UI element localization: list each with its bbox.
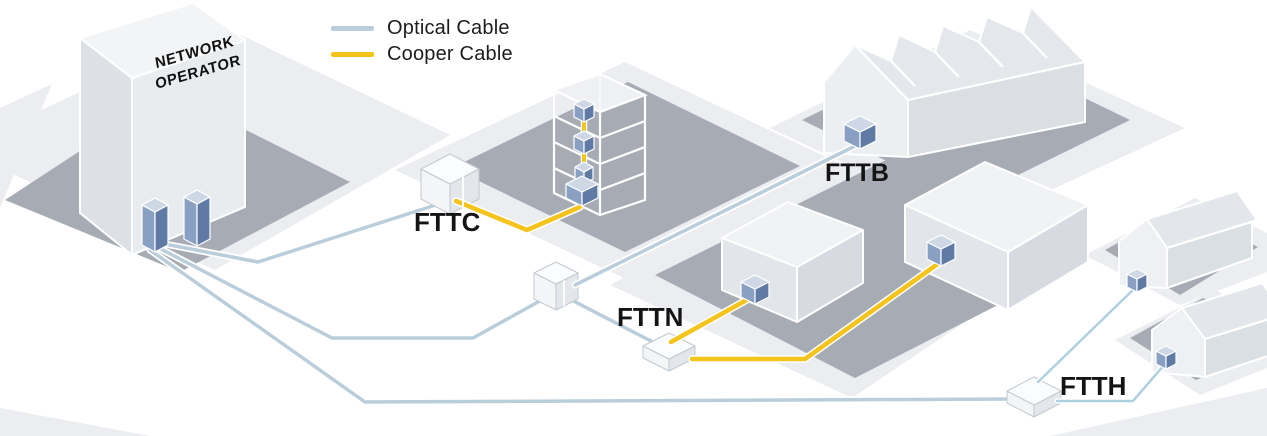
house1-home-unit-face [1126, 268, 1148, 280]
optical-drop-ftth-to-house2 [1055, 362, 1167, 403]
building2-wall-se [1007, 204, 1089, 311]
building1-unit-face [740, 274, 770, 290]
legend-row-cooper: Cooper Cable [331, 41, 513, 67]
label-fttn: FTTN [617, 302, 684, 332]
fttc-street-cabinet [420, 153, 480, 215]
legend-label-optical: Optical Cable [387, 17, 510, 39]
legend-label-cooper: Cooper Cable [387, 43, 513, 65]
network-devices-layer [141, 98, 1177, 370]
ftth-node-cabinet-face [1006, 376, 1062, 406]
cooper-cable-fttn-to-building1 [668, 294, 755, 345]
house1-home-unit [1126, 268, 1148, 293]
building2-unit-face [926, 234, 956, 250]
apartment-floor-unit-3-face [574, 161, 594, 173]
optical-trunk-cables [146, 198, 1014, 406]
building1-unit [740, 274, 770, 305]
apartment-floor-line [598, 171, 647, 192]
apartment-floor-line [598, 119, 647, 140]
operator-cabinet-b-face [183, 189, 211, 205]
building2-unit [926, 234, 956, 267]
operator-cabinet-b [183, 189, 211, 247]
operator-cabinet-a-face [141, 197, 169, 213]
legend-row-optical: Optical Cable [331, 15, 513, 41]
label-ftth: FTTH [1060, 371, 1127, 401]
building1-wall-se [796, 229, 864, 323]
apartment-ground-unit-face [565, 175, 599, 193]
fttn-building-2 [904, 161, 1089, 311]
operator-roof [79, 2, 246, 79]
apartment-floor-line [552, 140, 602, 166]
apartment-ground-unit [565, 175, 599, 207]
optical-junction-box [533, 261, 579, 311]
cooper-cable-swatch [331, 51, 374, 57]
optical-cable-junction-to-fttb [573, 143, 859, 287]
cooper-cable-fttn-to-building2 [689, 260, 942, 362]
factory-roof-sawtooth [854, 6, 1086, 101]
optical-cable-operator-to-ftth [148, 248, 1012, 404]
drop-cables [452, 106, 1168, 404]
house1-gable-sw [1118, 218, 1168, 289]
fttb-building-unit-face [843, 115, 877, 133]
house-2 [1151, 282, 1267, 378]
label-fttb: FTTB [825, 159, 889, 187]
house-1 [1118, 190, 1258, 289]
cooper-cable-fttc-to-apartment [453, 198, 583, 233]
optical-cable-operator-to-fttc [163, 200, 447, 264]
optical-junction-box-face [533, 261, 579, 285]
operator-cabinet-b-face [183, 196, 198, 247]
ground-wedge-left [0, 84, 52, 208]
apartment-floor-line [552, 114, 602, 140]
operator-cabinet-a-face [141, 204, 156, 253]
factory-roof-valley [1022, 32, 1048, 59]
street-cabinets-layer [420, 153, 1062, 418]
fttc-street-cabinet-face [420, 153, 480, 185]
label-fttc: FTTC [414, 207, 481, 237]
apartment-floor-line [598, 145, 647, 166]
plaza-fttc [452, 82, 800, 252]
operator-cabinet-b-face [196, 196, 211, 247]
apartment-floor-unit-2-face [573, 130, 595, 142]
ground-strip-bottom-right [1050, 388, 1267, 436]
factory-roof-valley [934, 51, 960, 78]
factory-roof-valley [978, 41, 1004, 68]
fttb-building-unit [843, 115, 877, 150]
apartment-edge [598, 198, 647, 217]
apartment-floor-unit-1-face [573, 98, 595, 110]
house2-home-unit [1155, 345, 1177, 370]
house2-home-unit-face [1155, 345, 1177, 357]
optical-cable-operator-to-junction [155, 245, 558, 340]
apartment-floor-unit-2 [573, 130, 595, 155]
ground-strip-bottom-left [0, 408, 150, 436]
legend: Optical Cable Cooper Cable [331, 15, 513, 67]
optical-cable-swatch [331, 25, 374, 31]
optical-drop-ftth-to-house1 [1036, 284, 1139, 384]
operator-cabinet-a [141, 197, 169, 253]
factory-roof-valley [890, 60, 916, 87]
ftth-node-cabinet [1006, 376, 1062, 418]
apartment-floor-unit-1 [573, 98, 595, 123]
operator-cabinet-a-face [154, 204, 169, 253]
